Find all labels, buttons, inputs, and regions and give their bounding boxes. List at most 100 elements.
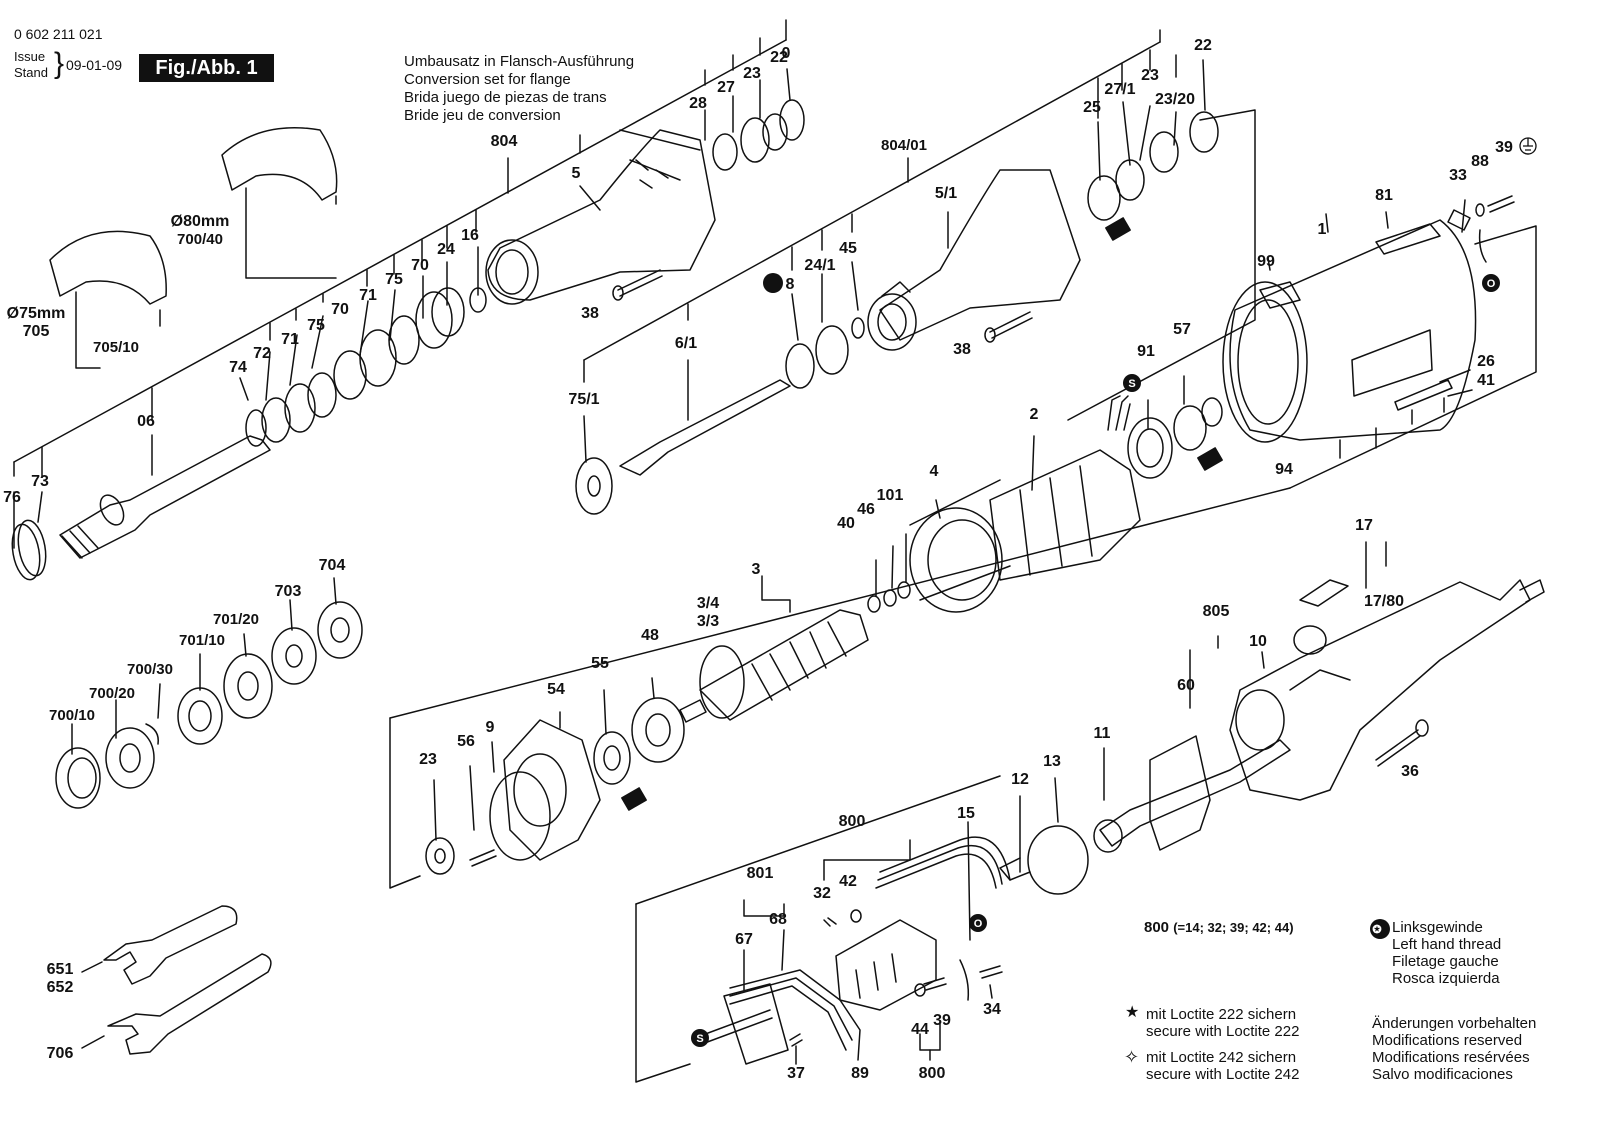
part-number-label: 33 [1449, 167, 1467, 184]
outline-star-icon: ✧ [1124, 1047, 1140, 1067]
loctite-242-de: mit Loctite 242 sichern [1146, 1049, 1297, 1066]
solid-star-icon: ★ [1125, 1004, 1140, 1021]
part-number-label: 57 [1173, 321, 1191, 338]
part-number-label: 71 [359, 287, 377, 304]
conversion-set-bracket-2 [583, 41, 1161, 361]
part-number-label: 38 [953, 341, 971, 358]
part-number-label: 706 [47, 1045, 74, 1062]
conversion-set-line-fr: Bride jeu de conversion [404, 107, 561, 124]
part-number-label: 40 [837, 515, 855, 532]
loctite-242-en: secure with Loctite 242 [1146, 1066, 1300, 1083]
part-number-label: 37 [787, 1065, 805, 1082]
part-number-label: 68 [769, 911, 787, 928]
part-number-label: 700/20 [89, 685, 135, 702]
part-number-label: 9 [486, 719, 495, 736]
part-number-label: 76 [3, 489, 21, 506]
part-number-label: 24 [437, 241, 455, 258]
end-shield-54 [503, 719, 601, 861]
part-number-label: 805 [1203, 603, 1230, 620]
part-number-label: 701/10 [179, 632, 225, 649]
part-number-label: 5 [572, 165, 581, 182]
part-number-label: 705/10 [93, 339, 139, 356]
left-hand-thread-de: Linksgewinde [1392, 919, 1483, 936]
part-number-label: 36 [1401, 763, 1419, 780]
loctite-222-de: mit Loctite 222 sichern [1146, 1006, 1297, 1023]
part-number-label: 75/1 [568, 391, 599, 408]
part-number-label: 32 [813, 885, 831, 902]
part-number-label: 800 [839, 813, 866, 830]
part-number-label: 11 [1094, 725, 1111, 742]
left-hand-thread-en: Left hand thread [1392, 936, 1502, 953]
part-number-label: 10 [1249, 633, 1267, 650]
brace-icon: } [54, 47, 65, 80]
part-number-label: 22 [770, 49, 788, 66]
modifications-fr: Modifications resérvées [1372, 1049, 1530, 1066]
left-hand-thread-marker-icon [763, 273, 783, 293]
spindle-6-1 [619, 379, 791, 476]
part-number-label: 16 [461, 227, 479, 244]
part-number-label: 101 [877, 487, 904, 504]
part-number-label: 91 [1137, 343, 1155, 360]
part-number-label: 75 [307, 317, 325, 334]
modifications-en: Modifications reserved [1372, 1032, 1523, 1049]
part-number-label: 17/80 [1364, 593, 1404, 610]
guard-700-40 [221, 127, 338, 201]
part-number-label: 23 [743, 65, 761, 82]
part-number-label: 804 [491, 133, 518, 150]
flange-housing-5-1 [879, 169, 1081, 341]
part-number-label: 804/01 [881, 137, 927, 154]
part-number-label: 3/3 [697, 613, 719, 630]
part-number-label: 704 [319, 557, 346, 574]
flange-housing-5 [487, 129, 716, 301]
part-number-label: 24/1 [804, 257, 835, 274]
part-number-label: 38 [581, 305, 599, 322]
loctite-222-en: secure with Loctite 222 [1146, 1023, 1300, 1040]
handle-10 [1229, 579, 1531, 801]
part-number-label: 15 [957, 805, 975, 822]
part-number-label: 45 [839, 240, 857, 257]
kit-800-label: 800 (=14; 32; 39; 42; 44) [1144, 919, 1294, 936]
part-number-label: 0 [782, 45, 791, 62]
part-number-label: 39 [933, 1012, 951, 1029]
conversion-set-line-es: Brida juego de piezas de trans [404, 89, 607, 106]
part-number-label: 54 [547, 681, 565, 698]
part-number-label: 48 [641, 627, 659, 644]
part-number-label: 73 [31, 473, 49, 490]
conversion-set-line-en: Conversion set for flange [404, 71, 571, 88]
part-number-label: 27 [717, 79, 735, 96]
part-number-label: 652 [47, 979, 74, 996]
svg-text:O: O [974, 918, 983, 930]
part-number-label: 46 [857, 501, 875, 518]
part-number-label: 23/20 [1155, 91, 1195, 108]
left-hand-thread-icon [1370, 919, 1390, 939]
document-number: 0 602 211 021 [14, 26, 103, 42]
part-number-label: 6/1 [675, 335, 697, 352]
part-number-label: 705 [23, 323, 50, 340]
part-number-label: 8 [786, 276, 795, 293]
part-number-label: 72 [253, 345, 271, 362]
part-number-label: 17 [1355, 517, 1373, 534]
modifications-es: Salvo modificaciones [1372, 1066, 1513, 1083]
part-number-label: 99 [1257, 253, 1275, 270]
part-number-label: 3 [752, 561, 761, 578]
part-number-label: 651 [47, 961, 74, 978]
part-number-label: 55 [591, 655, 609, 672]
part-number-label: 23 [419, 751, 437, 768]
part-number-label: 700/10 [49, 707, 95, 724]
part-number-label: 71 [281, 331, 299, 348]
part-number-label: 67 [735, 931, 753, 948]
issue-label: Issue [14, 49, 46, 64]
part-number-label: 13 [1043, 753, 1061, 770]
part-number-label: Ø80mm [171, 213, 230, 230]
part-number-label: 801 [747, 865, 774, 882]
left-hand-thread-fr: Filetage gauche [1392, 953, 1499, 970]
part-number-label: 70 [411, 257, 429, 274]
svg-text:✪: ✪ [1371, 924, 1382, 936]
part-number-label: 42 [839, 873, 857, 890]
part-number-label: 34 [983, 1001, 1001, 1018]
part-number-label: 3/4 [697, 595, 719, 612]
part-number-label: 27/1 [1104, 81, 1135, 98]
wrench-706 [107, 953, 272, 1055]
part-number-label: 75 [385, 271, 403, 288]
